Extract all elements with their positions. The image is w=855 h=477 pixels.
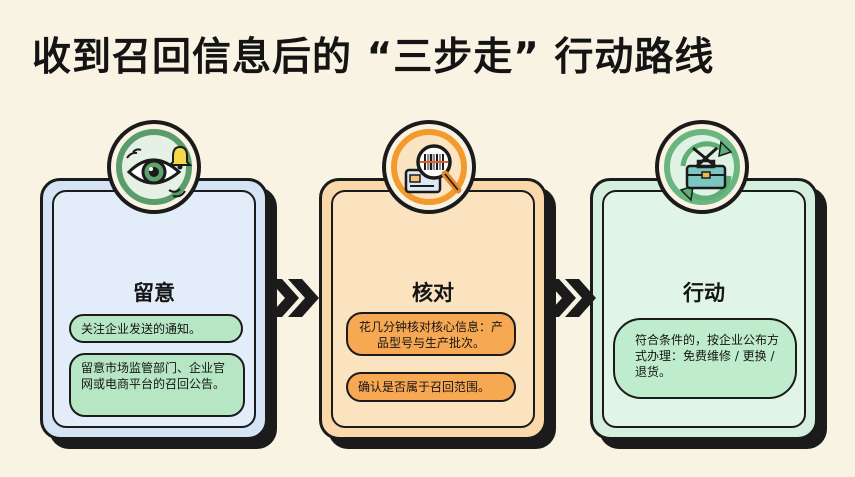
step-item: 留意市场监管部门、企业官网或电商平台的召回公告。 (69, 353, 245, 417)
chevron-arrows-icon (268, 279, 319, 317)
step-card-action: 行动 符合条件的，按企业公布方式办理：免费维修 / 更换 / 退货。 (590, 178, 818, 440)
toolbox-cycle-icon (655, 120, 749, 214)
step-item: 确认是否属于召回范围。 (346, 372, 516, 402)
barcode-magnifier-icon (382, 120, 476, 214)
step-title: 留意 (133, 281, 175, 305)
page-title: 收到召回信息后的 “三步走” 行动路线 (32, 35, 715, 80)
step-item: 符合条件的，按企业公布方式办理：免费维修 / 更换 / 退货。 (613, 318, 797, 399)
step-title: 行动 (683, 281, 725, 305)
step-card-verify: 核对 花几分钟核对核心信息：产品型号与生产批次。 确认是否属于召回范围。 (319, 178, 547, 440)
eye-bell-icon (107, 120, 201, 214)
step-card-notice: 留意 关注企业发送的通知。 留意市场监管部门、企业官网或电商平台的召回公告。 (40, 178, 268, 440)
step-item: 花几分钟核对核心信息：产品型号与生产批次。 (346, 312, 516, 356)
chevron-arrows-icon (545, 279, 596, 317)
step-item: 关注企业发送的通知。 (69, 314, 243, 343)
step-title: 核对 (412, 281, 454, 305)
